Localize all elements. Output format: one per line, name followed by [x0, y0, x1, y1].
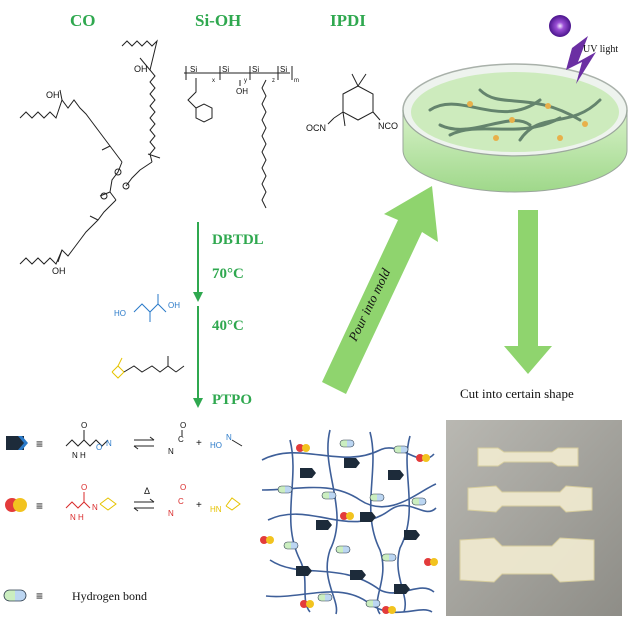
up-hn: HN [210, 505, 222, 514]
cut-label: Cut into certain shape [460, 386, 574, 401]
temp2-label: 40°C [212, 318, 244, 334]
uv-lamp-icon [549, 15, 596, 84]
op-n: N [168, 447, 174, 456]
op-o: O [180, 421, 186, 430]
urea-structure [65, 492, 91, 509]
up-o: O [180, 483, 186, 492]
legend-equiv-3: ≡ [36, 589, 43, 603]
cut-arrow [504, 210, 552, 374]
oxime-carbamate-structure [65, 430, 109, 447]
op-c: C [178, 435, 184, 444]
legend: ≡ O O N N H O C N + HO N ≡ [3, 421, 243, 603]
op-plus: + [196, 438, 202, 449]
ipdi-nco: NCO [378, 121, 398, 131]
catalyst-label: DBTDL [212, 232, 264, 248]
oc-o2: O [96, 443, 102, 452]
equilibrium-arrows-1 [133, 436, 155, 450]
urea-n: N [70, 513, 76, 522]
op-ho: HO [210, 441, 222, 450]
co-label: CO [70, 11, 96, 30]
urea-h: H [78, 513, 84, 522]
delta-label: Δ [144, 486, 150, 496]
up-plus: + [196, 500, 202, 511]
dmg-oh: OH [168, 301, 180, 310]
equilibrium-arrows-2 [133, 498, 155, 512]
siloxane-structure [184, 66, 293, 209]
urea-product-tbutyl [225, 497, 241, 511]
oxime-product-bonds [181, 430, 243, 447]
si-2: Si [222, 65, 229, 74]
si-oh: OH [236, 87, 248, 96]
hydrogen-bond-label: Hydrogen bond [72, 589, 147, 603]
si-1: Si [190, 65, 197, 74]
specimen-photo [446, 420, 622, 616]
network-pills [277, 439, 427, 608]
reaction-flow [193, 222, 203, 408]
op-n2: N [226, 433, 232, 442]
oc-n2: N [106, 439, 112, 448]
pour-arrow [322, 186, 438, 394]
legend-hbond-icon [3, 589, 27, 602]
legend-equiv-2: ≡ [36, 499, 43, 513]
dmg-ho: HO [114, 309, 126, 318]
petri-dish [402, 63, 628, 193]
sub-z: z [272, 78, 275, 84]
co-oh-bottom: OH [52, 266, 66, 276]
dimethylglyoxime-structure [133, 294, 167, 322]
ipdi-structure [327, 73, 381, 127]
up-c: C [178, 497, 184, 506]
temp1-label: 70°C [212, 266, 244, 282]
si-3: Si [252, 65, 259, 74]
legend-dot-icon [5, 498, 27, 512]
sioh-label: Si-OH [195, 11, 241, 30]
co-oh-top: OH [134, 64, 148, 74]
si-4: Si [280, 65, 287, 74]
ipdi-ocn: OCN [306, 123, 326, 133]
oc-o: O [81, 421, 87, 430]
urea-o: O [81, 483, 87, 492]
castor-oil-structure [19, 39, 161, 265]
co-oh-left: OH [46, 90, 60, 100]
uv-label: UV light [583, 44, 618, 55]
urea-n2: N [92, 503, 98, 512]
sub-m: m [294, 78, 299, 84]
network-dark-tags [296, 458, 420, 594]
legend-equiv-1: ≡ [36, 437, 43, 451]
oc-h: H [80, 451, 86, 460]
initiator-label: PTPO [212, 392, 252, 408]
sub-x: x [212, 78, 215, 84]
ipdi-label: IPDI [330, 11, 366, 30]
sub-y: y [244, 78, 247, 84]
methacrylate-structure [111, 356, 185, 379]
up-n: N [168, 509, 174, 518]
network-dots [260, 444, 438, 614]
legend-tag-icon [6, 436, 28, 450]
oc-n: N [72, 451, 78, 460]
urea-tbutyl [99, 497, 117, 511]
polymer-network [260, 429, 438, 615]
